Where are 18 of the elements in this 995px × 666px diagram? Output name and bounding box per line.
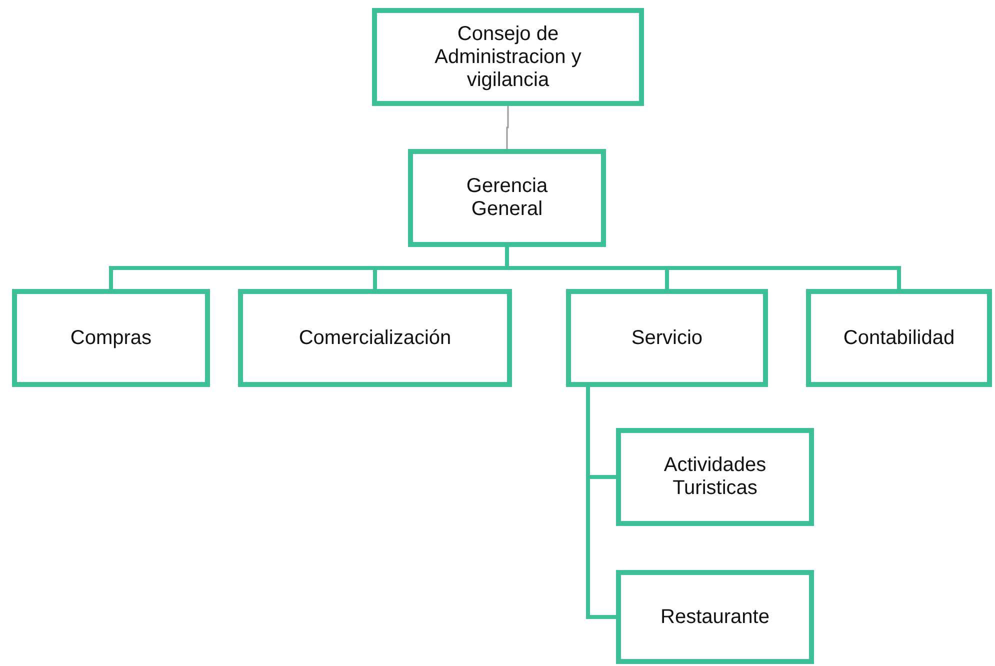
org-box	[566, 289, 768, 387]
org-box	[616, 428, 814, 526]
box-label: Servicio	[630, 326, 704, 350]
org-box	[806, 289, 992, 387]
box-label: Comercialización	[298, 326, 452, 350]
box-label: Compras	[69, 326, 153, 350]
org-box	[616, 570, 814, 664]
box-label: Actividades Turisticas	[662, 454, 768, 500]
connector-line	[506, 106, 509, 149]
box-label: Restaurante	[660, 606, 770, 628]
connector-line	[586, 387, 616, 619]
org-box	[12, 289, 210, 387]
org-box	[372, 8, 644, 106]
box-label: Consejo de Administracion y vigilancia	[434, 22, 582, 92]
org-box	[238, 289, 512, 387]
box-label: Contabilidad	[842, 326, 956, 350]
org-box	[408, 149, 606, 247]
box-label: Gerencia General	[465, 175, 549, 221]
